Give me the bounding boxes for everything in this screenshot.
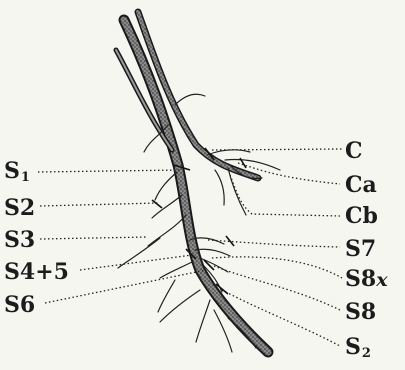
label-s8x: S8x [345,268,388,290]
label-c: C [345,140,363,162]
main-trunk-fill [124,20,268,352]
label-s3: S3 [4,229,35,251]
label-s4-5: S4+5 [4,261,69,283]
label-s2: S2 [4,197,35,219]
label-ca: Ca [345,174,377,196]
label-s2-right: S2 [345,336,371,360]
label-s7: S7 [345,238,376,260]
label-cb: Cb [345,205,378,227]
label-s8: S8 [345,301,376,323]
label-s6: S6 [4,294,35,316]
label-s1: S1 [4,160,30,184]
small-branches [118,94,280,352]
